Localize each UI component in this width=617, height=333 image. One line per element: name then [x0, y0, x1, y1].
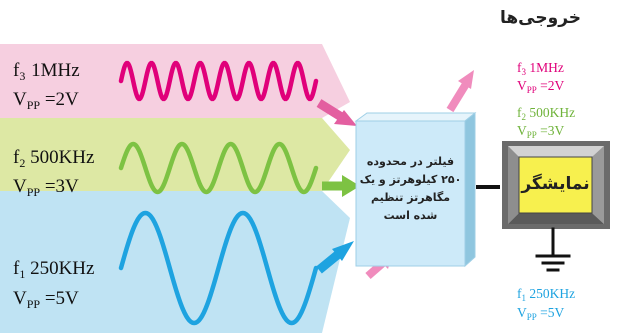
- output-label-f3: f3 1MHz: [517, 60, 564, 77]
- output-label-vpp3: VPP =2V: [517, 78, 565, 95]
- wave-500khz: [118, 141, 319, 195]
- ground-icon: [535, 227, 571, 272]
- output-label-f2: f2 500KHz: [517, 105, 576, 122]
- wave-250khz: [118, 210, 319, 326]
- input-label-vpp1: VPP =5V: [13, 288, 79, 311]
- input-label-f1: f1 250KHz: [13, 258, 95, 281]
- outputs-title: خروجی‌ها: [500, 8, 582, 28]
- output-label-f1: f1 250KHz: [517, 286, 576, 303]
- filter-box: [354, 111, 477, 268]
- band-blue: [0, 191, 350, 333]
- filter-description: فیلتر در محدوده ۲۵۰ کیلوهرتز و یک مگاهرت…: [359, 155, 462, 222]
- input-label-vpp3: VPP =2V: [13, 89, 79, 112]
- input-label-f3: f3 1MHz: [13, 60, 80, 83]
- input-label-f2: f2 500KHz: [13, 147, 95, 170]
- arrow-green-in: [322, 175, 360, 197]
- display-label: نمایشگر: [521, 174, 590, 194]
- arrow-pink-out: [446, 70, 474, 113]
- display-monitor: [502, 141, 610, 229]
- wave-1mhz: [118, 60, 319, 102]
- arrow-pink-in: [316, 99, 357, 126]
- arrow-blue-in: [316, 241, 354, 274]
- output-label-vpp1: VPP =5V: [517, 305, 565, 322]
- output-label-vpp2: VPP =3V: [517, 123, 565, 140]
- input-label-vpp2: VPP =3V: [13, 176, 79, 199]
